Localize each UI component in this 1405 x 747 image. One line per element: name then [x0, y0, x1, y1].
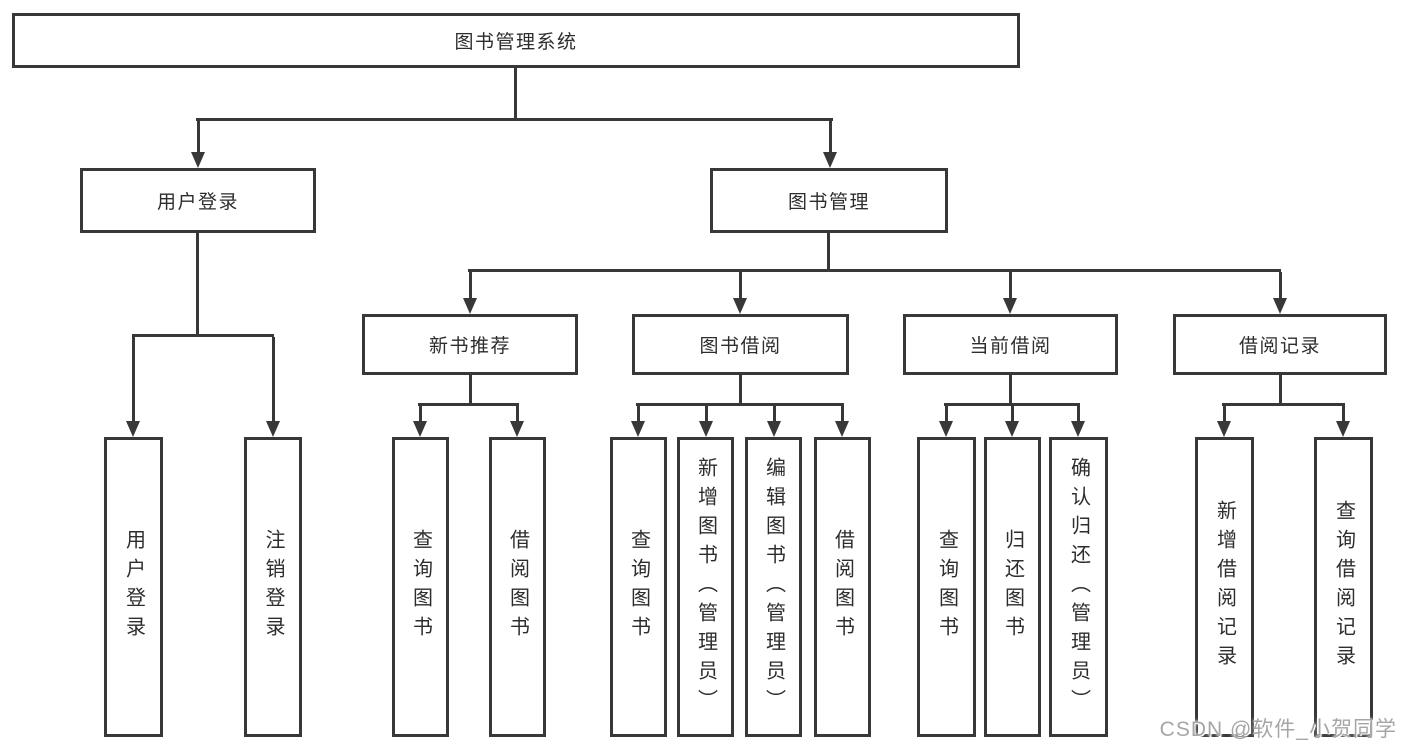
connector-arrow — [699, 406, 713, 437]
connector-line — [1222, 403, 1345, 406]
csdn-watermark: CSDN @软件_小贺同学 — [1159, 718, 1397, 741]
leaf-borrow-books: 借阅图书 — [489, 437, 546, 737]
connector-line — [1279, 375, 1282, 405]
leaf-query-books: 查询图书 — [610, 437, 667, 737]
node-user-login: 用户登录 — [80, 168, 316, 233]
node-new-book-recommendation: 新书推荐 — [362, 314, 578, 375]
node-library-management-system: 图书管理系统 — [12, 13, 1020, 68]
connector-line — [636, 403, 844, 406]
connector-arrow — [733, 272, 747, 314]
connector-arrow — [1217, 406, 1231, 437]
connector-line — [196, 233, 199, 336]
leaf-query-books: 查询图书 — [392, 437, 449, 737]
leaf-return-books: 归还图书 — [984, 437, 1041, 737]
leaf-user-login: 用户登录 — [104, 437, 163, 737]
connector-arrow — [631, 406, 645, 437]
connector-line — [196, 118, 833, 121]
node-book-borrowing: 图书借阅 — [632, 314, 849, 375]
connector-arrow — [413, 406, 427, 437]
connector-arrow — [463, 272, 477, 314]
connector-line — [514, 68, 517, 120]
node-borrowing-records: 借阅记录 — [1173, 314, 1387, 375]
leaf-query-books: 查询图书 — [917, 437, 976, 737]
connector-arrow — [823, 121, 837, 168]
connector-line — [739, 375, 742, 405]
connector-arrow — [1273, 272, 1287, 314]
node-book-management: 图书管理 — [710, 168, 948, 233]
leaf-add-borrow-record: 新增借阅记录 — [1195, 437, 1254, 737]
connector-arrow — [510, 406, 524, 437]
connector-line — [469, 375, 472, 405]
connector-line — [944, 403, 1080, 406]
leaf-logout: 注销登录 — [244, 437, 302, 737]
connector-line — [418, 403, 519, 406]
node-current-borrowing: 当前借阅 — [903, 314, 1118, 375]
connector-arrow — [126, 337, 140, 437]
leaf-query-borrow-record: 查询借阅记录 — [1314, 437, 1373, 737]
connector-arrow — [1336, 406, 1350, 437]
leaf-add-books-admin: 新增图书（管理员） — [677, 437, 734, 737]
connector-arrow — [1005, 406, 1019, 437]
connector-line — [827, 233, 830, 271]
leaf-borrow-books: 借阅图书 — [814, 437, 871, 737]
connector-line — [468, 269, 1281, 272]
connector-line — [1009, 375, 1012, 405]
connector-arrow — [1071, 406, 1085, 437]
leaf-confirm-return-admin: 确认归还（管理员） — [1049, 437, 1108, 737]
connector-arrow — [1003, 272, 1017, 314]
leaf-edit-books-admin: 编辑图书（管理员） — [745, 437, 802, 737]
connector-arrow — [191, 121, 205, 168]
connector-arrow — [939, 406, 953, 437]
connector-arrow — [266, 337, 280, 437]
connector-arrow — [767, 406, 781, 437]
connector-arrow — [835, 406, 849, 437]
connector-line — [132, 334, 274, 337]
